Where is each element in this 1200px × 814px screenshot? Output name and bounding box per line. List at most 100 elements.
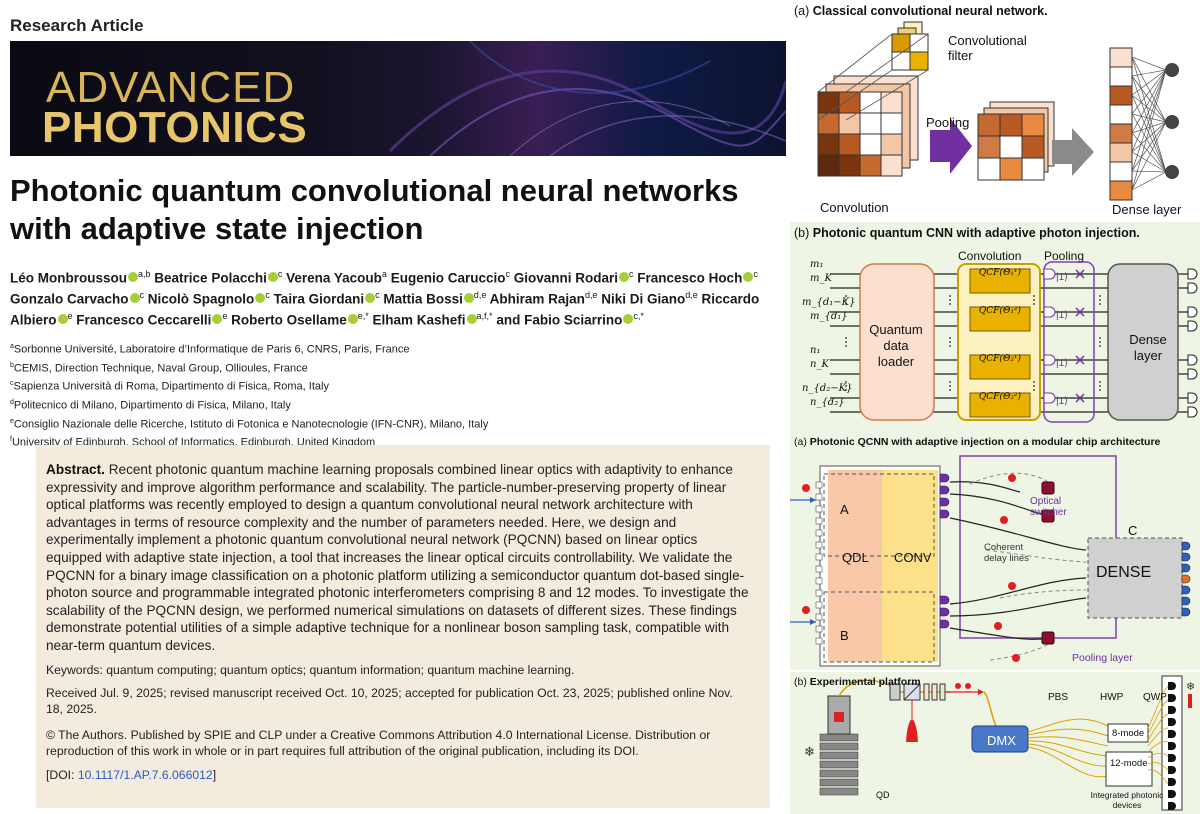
photonic-qcnn-diagram (790, 222, 1200, 430)
author-name[interactable]: Francesco Ceccarelli (76, 312, 212, 328)
dense-network (1131, 56, 1179, 191)
dense-output-detector (1181, 585, 1191, 595)
ellipsis-dot (1099, 385, 1101, 387)
photon-icon (1012, 654, 1020, 662)
orcid-icon[interactable] (365, 292, 376, 303)
orcid-icon[interactable] (347, 313, 358, 324)
qcf-label: QCF(Θ₂²) (978, 392, 1022, 402)
ellipsis-dot (1099, 295, 1101, 297)
author-affiliation-sup: c (277, 269, 283, 279)
author-name[interactable]: Léo Monbroussou (10, 270, 127, 286)
optical-switch-icon (1041, 481, 1055, 495)
output-detector-icon (1187, 392, 1198, 404)
pooling-header: Pooling (1044, 249, 1085, 263)
doi-line: [DOI: 10.1117/1.AP.7.6.066012] (46, 767, 752, 783)
injection-cross (1075, 355, 1085, 365)
author-name[interactable]: Eugenio Caruccio (390, 270, 506, 286)
block-a-outline (823, 473, 935, 557)
orcid-icon[interactable] (743, 271, 754, 282)
waveguide (949, 481, 1021, 493)
chip-8-mode (1107, 723, 1149, 743)
orcid-icon[interactable] (129, 292, 140, 303)
dense-cell (1109, 85, 1133, 106)
classical-cnn-diagram (817, 21, 1179, 201)
mode-label: m₁ (810, 259, 824, 270)
ellipsis-dot (845, 389, 847, 391)
mode-12-label: 12-mode (1110, 758, 1148, 769)
author-name[interactable]: Abhiram Rajan (489, 291, 585, 307)
chip-port (815, 553, 823, 561)
orcid-icon[interactable] (619, 271, 630, 282)
orcid-icon[interactable] (128, 271, 138, 282)
orcid-icon[interactable] (623, 313, 634, 324)
article-page: Research Article ADVANCED PHOTONICS Phot… (10, 16, 786, 808)
dense-edge (1131, 56, 1167, 71)
ket-one-label: |1⟩ (1056, 358, 1069, 369)
ellipsis-dot (1099, 341, 1101, 343)
single-photon-detector (1168, 742, 1176, 750)
orcid-icon[interactable] (466, 313, 477, 324)
chip-12-mode (1105, 751, 1153, 787)
pooling-block (1043, 261, 1095, 423)
conv-output-detector (939, 509, 950, 519)
injection-cross (1075, 393, 1085, 403)
orcid-icon[interactable] (57, 313, 68, 324)
fiber (1027, 728, 1109, 737)
ellipsis-dot (1099, 345, 1101, 347)
fiber-coupler (889, 683, 901, 701)
author-name[interactable]: Riccardo Albiero (10, 291, 760, 328)
dense-layer-label: Dense layer (1112, 202, 1182, 217)
author-name[interactable]: Beatrice Polacchi (154, 270, 267, 286)
cryostat-plate (819, 769, 859, 778)
fig-b-title: (b) Photonic quantum CNN with adaptive p… (794, 226, 1140, 240)
injection-cross (1075, 307, 1085, 317)
dense-edge (1131, 121, 1167, 134)
detector-icon (1043, 354, 1056, 366)
qcf-label: QCF(Θ₁²) (978, 306, 1022, 316)
pooling-layer-label: Pooling layer (1072, 652, 1133, 664)
author-name[interactable]: Niki Di Giano (601, 291, 686, 307)
dense-edge (1131, 94, 1167, 123)
ellipsis-dot (949, 345, 951, 347)
author-name[interactable]: Giovanni Rodari (513, 270, 619, 286)
author-name[interactable]: Fabio Sciarrino (524, 312, 623, 328)
output-detector-icon (1187, 282, 1198, 294)
input-cell (838, 154, 861, 177)
single-photon-detector (1168, 694, 1176, 702)
delay-line (999, 589, 1087, 599)
cryostat-plate (819, 760, 859, 769)
author-name[interactable]: Nicolò Spagnolo (147, 291, 255, 307)
author-name[interactable]: Elham Kashefi (372, 312, 466, 328)
author-name[interactable]: Roberto Osellame (231, 312, 347, 328)
detector-icon (1043, 306, 1056, 318)
convolution-header: Convolution (958, 249, 1022, 263)
single-photon-detector (1168, 682, 1176, 690)
conv-output-detector (939, 473, 950, 483)
author-affiliation-sup: e,* (357, 311, 369, 321)
dense-edge (1131, 151, 1167, 173)
dense-output-detector (1181, 563, 1191, 573)
orcid-icon[interactable] (463, 292, 474, 303)
author-name[interactable]: Verena Yacoub (286, 270, 382, 286)
author-name[interactable]: Taira Giordani (273, 291, 365, 307)
chip-port (815, 577, 823, 585)
affiliation-sup: a (10, 343, 14, 350)
author-name[interactable]: Francesco Hoch (637, 270, 743, 286)
input-cell (859, 133, 882, 156)
doi-link[interactable]: 10.1117/1.AP.7.6.066012 (77, 767, 213, 782)
photon-icon (994, 622, 1002, 630)
cryostat-plate (819, 778, 859, 787)
dense-cell (1109, 104, 1133, 125)
orcid-icon[interactable] (255, 292, 266, 303)
author-name[interactable]: Gonzalo Carvacho (10, 291, 129, 307)
ket-one-label: |1⟩ (1056, 310, 1069, 321)
photon-icon (1008, 582, 1016, 590)
orcid-icon[interactable] (212, 313, 223, 324)
author-name[interactable]: Mattia Bossi (383, 291, 463, 307)
fig-d-title: (b) Experimental platform (794, 676, 921, 688)
orcid-icon[interactable] (267, 271, 278, 282)
ellipsis-dot (845, 303, 847, 305)
figure-classical-cnn: (a) Classical convolutional neural netwo… (790, 0, 1200, 222)
fig-a-title: (a) Classical convolutional neural netwo… (794, 4, 1048, 18)
ellipsis-dot (845, 295, 847, 297)
